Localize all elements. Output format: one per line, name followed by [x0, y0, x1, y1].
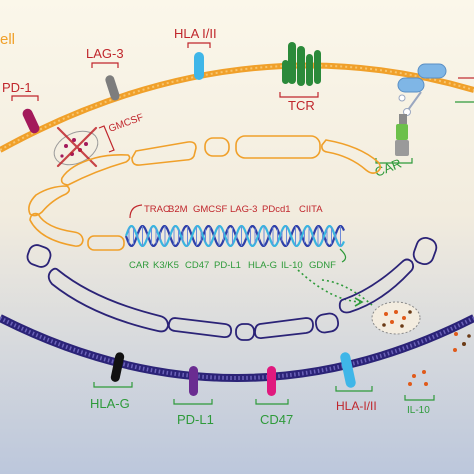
- navy-nuclear-envelope: [26, 236, 438, 341]
- knockin-connector: [339, 248, 347, 263]
- pd1-label: PD-1: [2, 80, 32, 95]
- gmcsf-knockout: [53, 126, 99, 168]
- il10-label: IL-10: [407, 405, 430, 416]
- knockout-connector: [129, 204, 143, 219]
- knockout-gene-1: B2M: [168, 204, 188, 215]
- knockout-gene-4: PDcd1: [262, 204, 291, 215]
- hla-receptor-top: [194, 52, 204, 80]
- secretory-vesicle: [371, 301, 421, 335]
- knockin-gene-list: CAR K3/K5 CD47 PD-L1 HLA-G IL-10 GDNF: [129, 260, 336, 271]
- knockout-gene-3: LAG-3: [230, 204, 257, 215]
- dna-double-helix: [124, 225, 346, 247]
- knockin-gene-3: PD-L1: [214, 260, 241, 271]
- pd-l1-receptor: [189, 366, 198, 396]
- tcr-receptor: [282, 42, 321, 86]
- pd1-receptor: [22, 108, 40, 134]
- navy-cell-membrane: [0, 314, 474, 382]
- hla-bracket-top: [187, 42, 211, 48]
- pd-l1-bracket: [173, 399, 213, 405]
- knockin-gene-2: CD47: [185, 260, 209, 271]
- hla-g-bracket: [93, 382, 133, 388]
- lag3-receptor: [105, 75, 120, 101]
- hla-g-receptor: [110, 352, 125, 382]
- gmcsf-bracket: [98, 125, 115, 153]
- knockin-gene-6: GDNF: [309, 260, 336, 271]
- hla-label-top: HLA I/II: [174, 26, 217, 41]
- orange-membrane-texture: [0, 64, 474, 151]
- knockout-gene-2: GMCSF: [193, 204, 228, 215]
- knockout-gene-0: TRAC: [144, 204, 170, 215]
- hla-i-ii-label: HLA-I/II: [336, 399, 377, 413]
- pd-l1-label: PD-L1: [177, 412, 214, 427]
- pd1-bracket: [11, 95, 39, 101]
- secretion-arrow-1: [297, 269, 361, 303]
- cd47-bracket: [255, 399, 289, 405]
- knockin-gene-5: IL-10: [281, 260, 303, 271]
- hla-g-label: HLA-G: [90, 396, 130, 411]
- knockout-gene-5: CIITA: [299, 204, 323, 215]
- secreted-dots-edge: [453, 332, 471, 352]
- car-receptor: [395, 63, 447, 156]
- il10-secreted: [408, 370, 428, 386]
- knockin-gene-0: CAR: [129, 260, 149, 271]
- il10-bracket: [404, 395, 435, 401]
- hla-i-ii-bracket: [335, 386, 373, 392]
- knockin-gene-1: K3/K5: [153, 260, 179, 271]
- cd47-receptor: [267, 366, 276, 396]
- cd47-label: CD47: [260, 412, 293, 427]
- knockin-gene-4: HLA-G: [248, 260, 277, 271]
- cell-label: ell: [0, 31, 15, 48]
- hla-i-ii-receptor-bottom: [340, 352, 356, 388]
- orange-nuclear-envelope: [28, 135, 382, 251]
- secretion-arrow-2: [321, 279, 373, 306]
- tcr-bracket: [279, 92, 319, 98]
- tcr-label: TCR: [288, 98, 315, 113]
- lag3-bracket: [91, 62, 119, 68]
- lag3-label: LAG-3: [86, 46, 124, 61]
- secretion-arrow-head: [354, 297, 364, 307]
